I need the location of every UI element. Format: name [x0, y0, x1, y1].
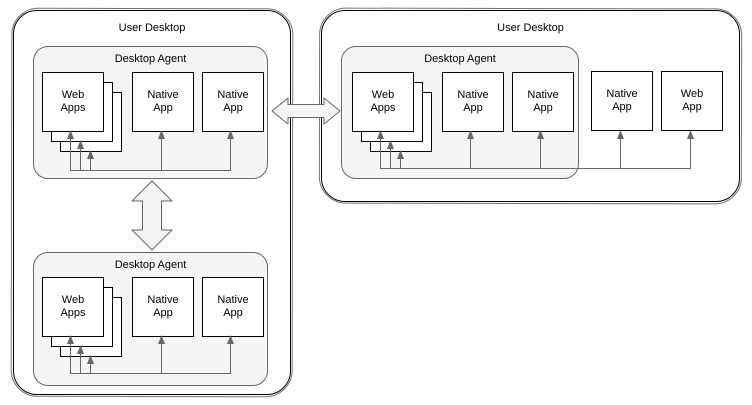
desktop-agent-bottom-left: Desktop Agent Web Apps Native App Native…: [33, 252, 268, 386]
desktop-agent-top-left-title: Desktop Agent: [114, 53, 187, 65]
native-app-box-1: Native App: [132, 72, 194, 132]
web-apps-box: Web Apps: [42, 277, 104, 337]
native-app-box-1: Native App: [442, 72, 504, 132]
web-apps-box: Web Apps: [42, 72, 104, 132]
native-app-box-1: Native App: [132, 277, 194, 337]
standalone-native-app-box: Native App: [591, 71, 653, 131]
user-desktop-left: User Desktop Desktop Agent Web Apps Nati…: [13, 10, 291, 395]
native-app-box-2: Native App: [202, 72, 264, 132]
desktop-agent-top-left: Desktop Agent Web Apps Native App Native…: [33, 46, 268, 179]
standalone-web-app-box: Web App: [661, 71, 723, 131]
user-desktop-right-title: User Desktop: [497, 22, 564, 34]
desktop-agent-bottom-left-title: Desktop Agent: [114, 259, 187, 271]
native-app-box-2: Native App: [202, 277, 264, 337]
desktop-agent-right: Desktop Agent Web Apps Native App Native…: [341, 46, 579, 179]
user-desktop-right: User Desktop Desktop Agent Web Apps Nati…: [321, 10, 740, 202]
desktop-agent-right-title: Desktop Agent: [424, 53, 496, 65]
user-desktop-left-title: User Desktop: [118, 22, 186, 34]
native-app-box-2: Native App: [512, 72, 574, 132]
web-apps-box: Web Apps: [352, 72, 414, 132]
